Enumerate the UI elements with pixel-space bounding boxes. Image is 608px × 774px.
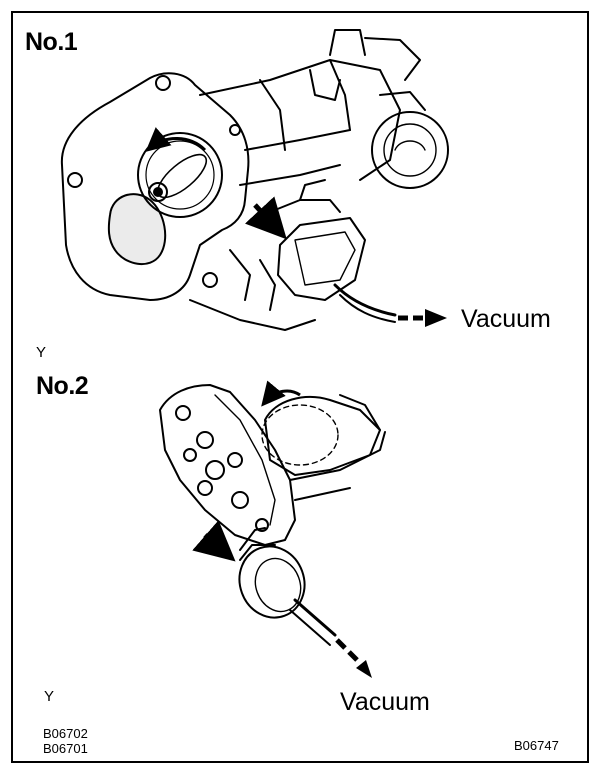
throttle-body-no1 [60,29,449,331]
panel1-y-marker: Y [36,344,47,361]
panel1-title: No.1 [25,28,78,56]
panel1-vacuum-label: Vacuum [461,305,551,333]
figure-code-left-top: B06702 [43,726,88,741]
panel2-title: No.2 [36,372,89,400]
panel2-vacuum-label: Vacuum [340,688,430,716]
figure-code-left-bottom: B06701 [43,741,88,756]
panel2-y-marker: Y [44,688,55,705]
figure-frame [11,11,589,763]
throttle-body-no2 [159,384,386,646]
figure-code-right: B06747 [514,738,559,753]
